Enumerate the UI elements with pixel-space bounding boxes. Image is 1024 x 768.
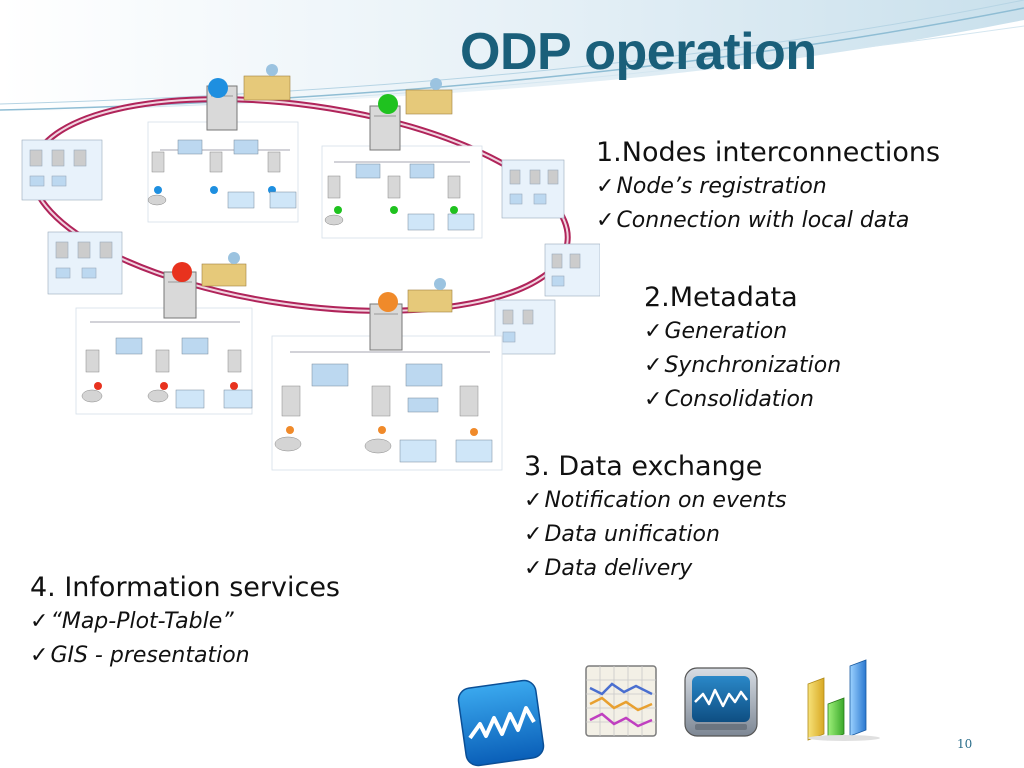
- bullet-item: ✓Notification on events: [524, 488, 787, 513]
- subnet-red: [75, 307, 253, 415]
- section-heading: 2.Metadata: [644, 282, 798, 313]
- bullet-item: ✓GIS - presentation: [30, 643, 250, 668]
- small-diagram-right-mid: [544, 243, 600, 297]
- bullet-item: ✓Connection with local data: [596, 208, 910, 233]
- bullet-item: ✓Data delivery: [524, 556, 693, 581]
- check-icon: ✓: [644, 319, 663, 344]
- section-data-exchange: 3. Data exchange ✓Notification on events…: [524, 450, 787, 586]
- bullet-item: ✓Synchronization: [644, 353, 842, 378]
- check-icon: ✓: [524, 522, 543, 547]
- bar-chart-icon: [807, 659, 880, 741]
- bullet-item: ✓Node’s registration: [596, 174, 827, 199]
- subnet-green: [321, 145, 483, 239]
- check-icon: ✓: [644, 353, 663, 378]
- bullet-item: ✓Generation: [644, 319, 788, 344]
- section-heading: 4. Information services: [30, 572, 340, 603]
- check-icon: ✓: [524, 556, 543, 581]
- network-diagram: [21, 64, 600, 471]
- subnet-blue: [147, 121, 299, 223]
- section-heading: 1.Nodes interconnections: [596, 137, 941, 168]
- section-metadata: 2.Metadata ✓Generation ✓Synchronization …: [644, 281, 841, 417]
- check-icon: ✓: [644, 387, 663, 412]
- small-diagram-right-low: [494, 299, 556, 355]
- small-diagram-left-mid: [47, 231, 123, 295]
- bullet-item: ✓Consolidation: [644, 387, 814, 412]
- section-heading: 3. Data exchange: [524, 451, 763, 482]
- small-diagram-right-top: [501, 159, 565, 219]
- server-node-blue: [206, 64, 291, 131]
- section-nodes-interconnections: 1.Nodes interconnections ✓Node’s registr…: [596, 136, 940, 238]
- check-icon: ✓: [596, 208, 615, 233]
- server-node-orange: [369, 278, 453, 351]
- small-diagram-left-top: [21, 139, 103, 201]
- monitor-wave-icon: [684, 667, 758, 737]
- bullet-item: ✓“Map-Plot-Table”: [30, 609, 234, 634]
- check-icon: ✓: [524, 488, 543, 513]
- section-information-services: 4. Information services ✓“Map-Plot-Table…: [30, 571, 340, 673]
- subnet-orange: [271, 335, 503, 471]
- wave-chart-icon: [457, 679, 545, 767]
- line-plot-icon: [585, 665, 657, 737]
- check-icon: ✓: [30, 609, 49, 634]
- bullet-item: ✓Data unification: [524, 522, 720, 547]
- page-number: 10: [957, 737, 973, 751]
- server-node-red: [163, 252, 247, 319]
- check-icon: ✓: [596, 174, 615, 199]
- server-node-green: [369, 78, 453, 151]
- slide-title: ODP operation: [460, 23, 817, 81]
- check-icon: ✓: [30, 643, 49, 668]
